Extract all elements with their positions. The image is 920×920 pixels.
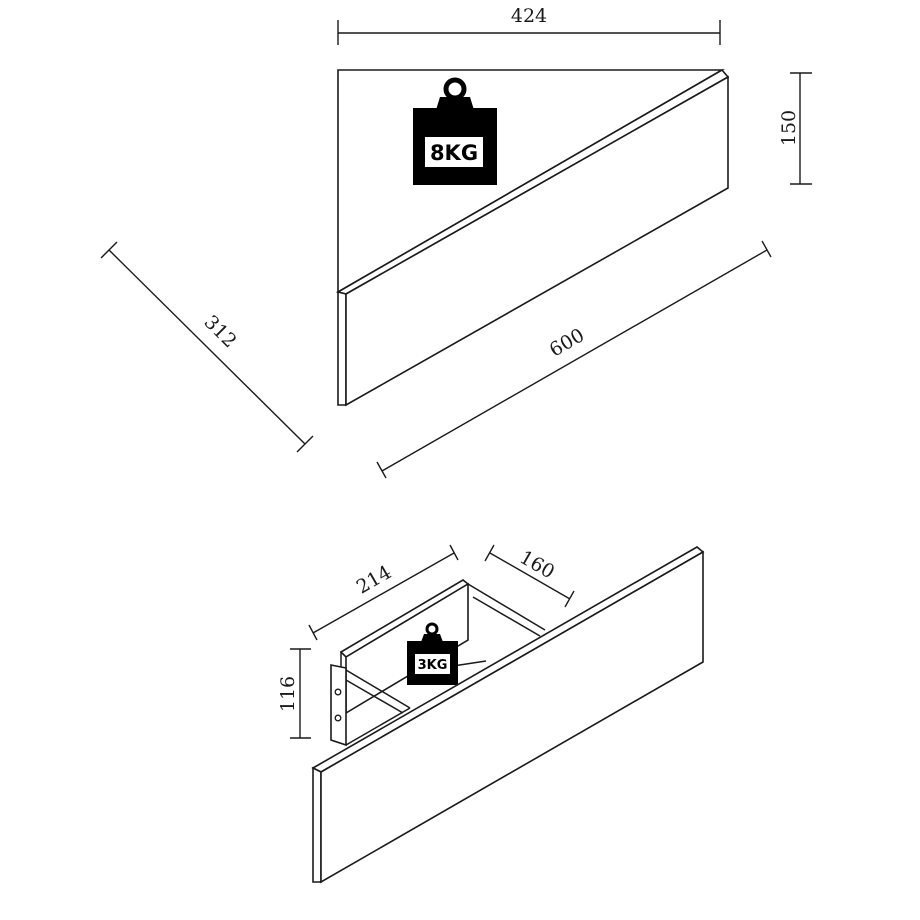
bottom-shelf-screw-hole-lower bbox=[334, 714, 342, 722]
dimension-depth-312: 312 bbox=[100, 241, 314, 453]
dimension-height-116: 116 bbox=[277, 648, 311, 739]
bottom-load-badge: 3KG bbox=[407, 622, 458, 685]
bottom-load-label-box bbox=[415, 654, 450, 674]
top-shelf-front-panel bbox=[345, 75, 729, 407]
bottom-shelf-screw-hole-upper bbox=[334, 688, 342, 696]
top-load-label-box bbox=[425, 137, 483, 167]
dimension-label-424: 424 bbox=[511, 5, 547, 27]
bottom-shelf-front-panel bbox=[320, 550, 704, 884]
dimension-label-116: 116 bbox=[277, 676, 299, 712]
bottom-shelf: 3KG 214 160 116 bbox=[277, 544, 705, 884]
dimension-depth-160: 160 bbox=[484, 544, 575, 608]
bottom-load-label: 3KG bbox=[418, 658, 448, 673]
top-shelf-front-end bbox=[337, 290, 347, 406]
dimension-label-150: 150 bbox=[778, 110, 800, 146]
top-shelf: 8KG 424 150 312 600 bbox=[100, 5, 812, 479]
dimension-width-424: 424 bbox=[337, 5, 721, 45]
dimension-height-150: 150 bbox=[778, 72, 812, 185]
bottom-shelf-left-plate bbox=[330, 664, 347, 747]
dimension-label-160: 160 bbox=[516, 546, 558, 583]
dimension-label-214: 214 bbox=[353, 561, 395, 598]
top-load-badge: 8KG bbox=[413, 77, 497, 185]
bottom-shelf-front-end bbox=[312, 766, 322, 883]
top-load-label: 8KG bbox=[430, 141, 478, 165]
